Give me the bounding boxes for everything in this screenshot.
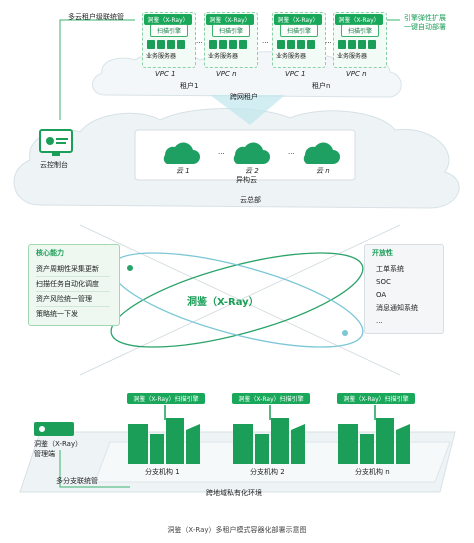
vpc-title: 洞鉴（X-Ray） [144, 14, 192, 25]
bottom-svg [19, 405, 456, 493]
hq-label: 云总部 [240, 196, 261, 204]
branch-manage-label: 多分支联统管 [56, 477, 98, 485]
engine-badge: 洞鉴（X-Ray）扫描引擎 [127, 393, 205, 404]
caption: 洞鉴（X-Ray）多租户模式容器化部署示意图 [167, 526, 307, 534]
open-item: ... [376, 317, 383, 325]
engine-badge: 洞鉴（X-Ray）扫描引擎 [337, 393, 415, 404]
open-item: OA [376, 291, 387, 299]
core-capability-box [28, 244, 120, 326]
multicloud-line [59, 19, 135, 120]
open-item: SOC [376, 278, 391, 286]
divider [36, 291, 110, 292]
open-title: 开放性 [372, 249, 393, 257]
core-item: 扫描任务自动化调度 [36, 280, 99, 288]
manage-title: 洞鉴（X-Ray） 管理端 [34, 440, 83, 458]
vpc-name: VPC n [346, 70, 367, 78]
ellipsis: ··· [218, 150, 225, 158]
cloud-icon [233, 142, 270, 164]
ellipsis: ··· [325, 39, 332, 47]
tenant-label: 租户1 [180, 82, 199, 90]
vpc-service: 业务服务器 [337, 53, 368, 60]
server-icon [209, 40, 247, 49]
branch-label: 分支机构 2 [250, 468, 285, 476]
open-item: 工单系统 [376, 265, 404, 273]
cloud-icon [303, 142, 340, 164]
cloud-label: 云 1 [176, 167, 190, 175]
vpc-name: VPC n [216, 70, 237, 78]
core-title: 核心能力 [36, 249, 64, 257]
server-icon [277, 40, 315, 49]
core-item: 资产风险统一管理 [36, 295, 92, 303]
connector-line [79, 224, 401, 376]
cloud-icon [163, 142, 200, 164]
open-box [364, 244, 444, 334]
open-item: 消息通知系统 [376, 304, 418, 312]
core-item: 资产周期性采集更新 [36, 265, 99, 273]
ellipsis: ··· [288, 150, 295, 158]
tenant-n-label: 租户n [312, 82, 331, 90]
vpc-scan: 扫描引擎 [280, 24, 318, 37]
spotlight-beam [210, 95, 285, 125]
ellipsis: ··· [196, 39, 203, 47]
engine-badge: 洞鉴（X-Ray）扫描引擎 [232, 393, 310, 404]
manager-icon [34, 422, 74, 436]
vpc-name: VPC 1 [155, 70, 176, 78]
monitor-icon [39, 129, 73, 156]
hetero-label: 异构云 [236, 176, 257, 184]
multicloud-label: 多云租户级联统管 [68, 13, 124, 21]
vpc-name: VPC 1 [285, 70, 306, 78]
vpc-scan: 扫描引擎 [341, 24, 379, 37]
branch-label: 分支机构 n [355, 468, 390, 476]
center-label: 洞鉴（X-Ray） [187, 297, 259, 308]
building-icon [338, 418, 410, 464]
building-icon [128, 418, 200, 464]
console-label: 云控制台 [40, 161, 68, 169]
vpc-scan: 扫描引擎 [150, 24, 188, 37]
orbit-svg [79, 224, 401, 376]
vpc-service: 业务服务器 [146, 53, 177, 60]
branch-line [59, 450, 130, 488]
core-item: 策略统一下发 [36, 310, 78, 318]
orbit-dot [342, 330, 348, 336]
cloud-label: 云 2 [245, 167, 259, 175]
orbit-icon [110, 252, 364, 348]
vpc-scan: 扫描引擎 [212, 24, 250, 37]
server-icon [338, 40, 376, 49]
engine-note: 引擎弹性扩展 一键自动部署 [404, 14, 446, 32]
vpc-service: 业务服务器 [276, 53, 307, 60]
server-icon [147, 40, 185, 49]
vpc-title: 洞鉴（X-Ray） [274, 14, 322, 25]
vpc-title: 洞鉴（X-Ray） [335, 14, 383, 25]
cross-tenant-label: 跨网租户 [230, 93, 258, 101]
vpc-title: 洞鉴（X-Ray） [206, 14, 254, 25]
vpc-service: 业务服务器 [208, 53, 239, 60]
env-label: 跨地域私有化环境 [206, 489, 262, 497]
branch-label: 分支机构 1 [145, 468, 180, 476]
ellipsis: ··· [262, 39, 269, 47]
divider [36, 306, 110, 307]
cloud-label: 云 n [316, 167, 330, 175]
orbit-dot [127, 265, 133, 271]
divider [36, 276, 110, 277]
building-icon [233, 418, 305, 464]
